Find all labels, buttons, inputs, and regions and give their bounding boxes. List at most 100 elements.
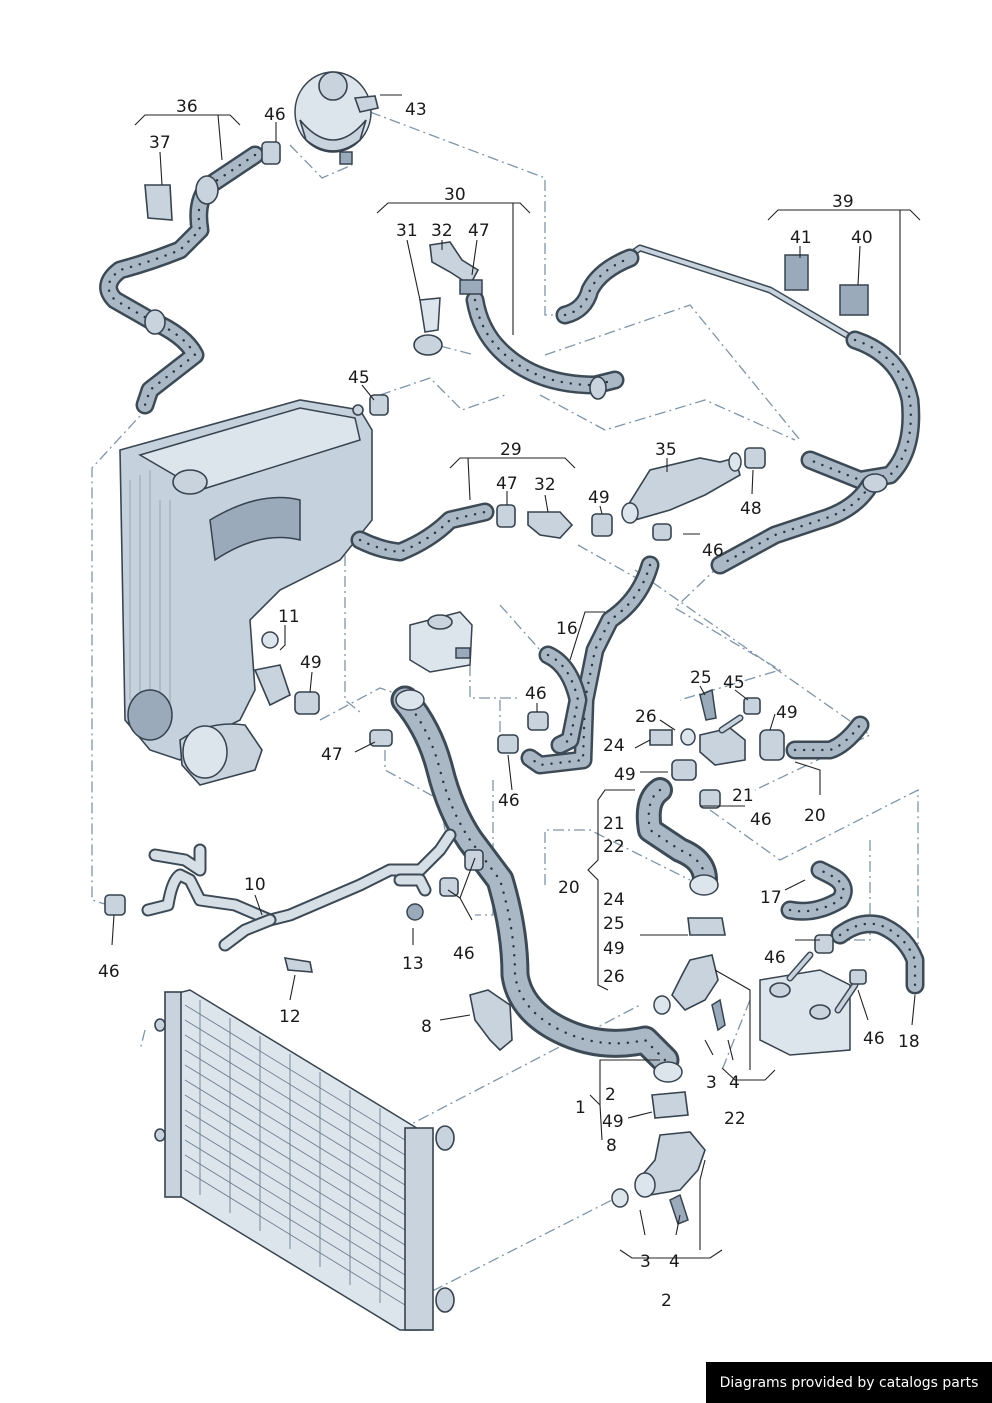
clamp-46 xyxy=(527,711,549,731)
flange-24 xyxy=(699,727,746,766)
callout-49: 49 xyxy=(776,703,798,723)
clamp-45 xyxy=(743,697,761,715)
assembly-guide-lines xyxy=(91,111,919,1311)
callout-46: 46 xyxy=(453,944,475,964)
flange-24 xyxy=(671,954,719,1011)
callout-2: 2 xyxy=(661,1291,672,1311)
nut-13 xyxy=(406,903,424,921)
connector-32 xyxy=(527,511,574,539)
callout-21: 21 xyxy=(732,786,754,806)
callout-17: 17 xyxy=(760,888,782,908)
callout-47: 47 xyxy=(468,221,490,241)
radiator-hose-1 xyxy=(390,685,683,1083)
callout-25: 25 xyxy=(603,914,625,934)
callout-46: 46 xyxy=(702,541,724,561)
radiator xyxy=(154,989,455,1331)
callout-31: 31 xyxy=(396,221,418,241)
hose-36 xyxy=(99,141,281,415)
callout-24: 24 xyxy=(603,736,625,756)
callout-49: 49 xyxy=(588,488,610,508)
hose-16 xyxy=(520,555,660,775)
callout-48: 48 xyxy=(740,499,762,519)
callout-36: 36 xyxy=(176,97,198,117)
hose-21-22 xyxy=(635,777,726,1032)
callout-10: 10 xyxy=(244,875,266,895)
attribution-text: Diagrams provided by catalogs parts xyxy=(719,1374,979,1391)
callout-46: 46 xyxy=(98,962,120,982)
clamp-46 xyxy=(652,523,672,541)
callout-47: 47 xyxy=(321,745,343,765)
callout-20: 20 xyxy=(558,878,580,898)
flange-2-lower xyxy=(611,1091,706,1225)
engine-block xyxy=(119,399,373,786)
clip-37 xyxy=(144,184,173,221)
clamp-49 xyxy=(651,1091,689,1119)
leader-lines xyxy=(111,94,921,1259)
callout-22: 22 xyxy=(603,837,625,857)
clip-4 xyxy=(711,998,726,1032)
callout-3: 3 xyxy=(640,1252,651,1272)
clamp-49 xyxy=(591,513,613,537)
bolt-12 xyxy=(283,957,313,973)
callout-46: 46 xyxy=(498,791,520,811)
flange-assembly xyxy=(649,688,785,809)
callout-11: 11 xyxy=(278,607,300,627)
callout-45: 45 xyxy=(723,673,745,693)
clip-4 xyxy=(669,1193,689,1225)
clamp-49 xyxy=(759,729,785,761)
clamp-49 xyxy=(671,759,697,781)
clamp-47 xyxy=(369,729,393,747)
callout-21: 21 xyxy=(603,814,625,834)
callout-45: 45 xyxy=(348,368,370,388)
clamp-47 xyxy=(496,504,516,528)
plug-26 xyxy=(649,729,673,746)
callout-4: 4 xyxy=(669,1252,680,1272)
reservoir xyxy=(409,611,473,673)
callout-13: 13 xyxy=(402,954,424,974)
callout-37: 37 xyxy=(149,133,171,153)
clamp-46 xyxy=(814,934,834,954)
callout-12: 12 xyxy=(279,1007,301,1027)
callout-22: 22 xyxy=(724,1109,746,1129)
callout-18: 18 xyxy=(898,1032,920,1052)
callout-47: 47 xyxy=(496,474,518,494)
clamp-46 xyxy=(104,894,126,916)
clamps-mid xyxy=(253,394,549,754)
callout-16: 16 xyxy=(556,619,578,639)
callout-20: 20 xyxy=(804,806,826,826)
callout-3: 3 xyxy=(706,1073,717,1093)
callout-2: 2 xyxy=(605,1085,616,1105)
callout-46: 46 xyxy=(863,1029,885,1049)
expansion-tank xyxy=(294,71,379,165)
callout-24: 24 xyxy=(603,890,625,910)
clamp-49 xyxy=(687,917,726,936)
callout-46: 46 xyxy=(764,948,786,968)
o-ring-3 xyxy=(611,1188,629,1208)
coolant-pipe-10 xyxy=(104,828,484,973)
clamp-48 xyxy=(744,447,766,469)
hose-17-18 xyxy=(759,860,925,1056)
clamp-46 xyxy=(699,789,721,809)
callout-25: 25 xyxy=(690,668,712,688)
callout-29: 29 xyxy=(500,440,522,460)
callout-26: 26 xyxy=(603,967,625,987)
clamp-46 xyxy=(261,141,281,165)
attribution-badge: Diagrams provided by catalogs parts xyxy=(706,1362,992,1403)
callout-46: 46 xyxy=(750,810,772,830)
clamp-45 xyxy=(369,394,389,416)
callout-35: 35 xyxy=(655,440,677,460)
clamp-46 xyxy=(439,877,459,897)
o-ring-3 xyxy=(653,995,671,1015)
hose-39 xyxy=(555,244,921,575)
callout-49: 49 xyxy=(614,765,636,785)
callout-8: 8 xyxy=(606,1136,617,1156)
callout-30: 30 xyxy=(444,185,466,205)
clip-40 xyxy=(839,284,869,316)
clamp-49 xyxy=(294,691,320,715)
connector-32 xyxy=(429,241,480,287)
clamp-31 xyxy=(413,334,443,356)
thermostat-housing-35 xyxy=(621,447,766,541)
callout-39: 39 xyxy=(832,192,854,212)
clamp-46 xyxy=(849,969,867,985)
